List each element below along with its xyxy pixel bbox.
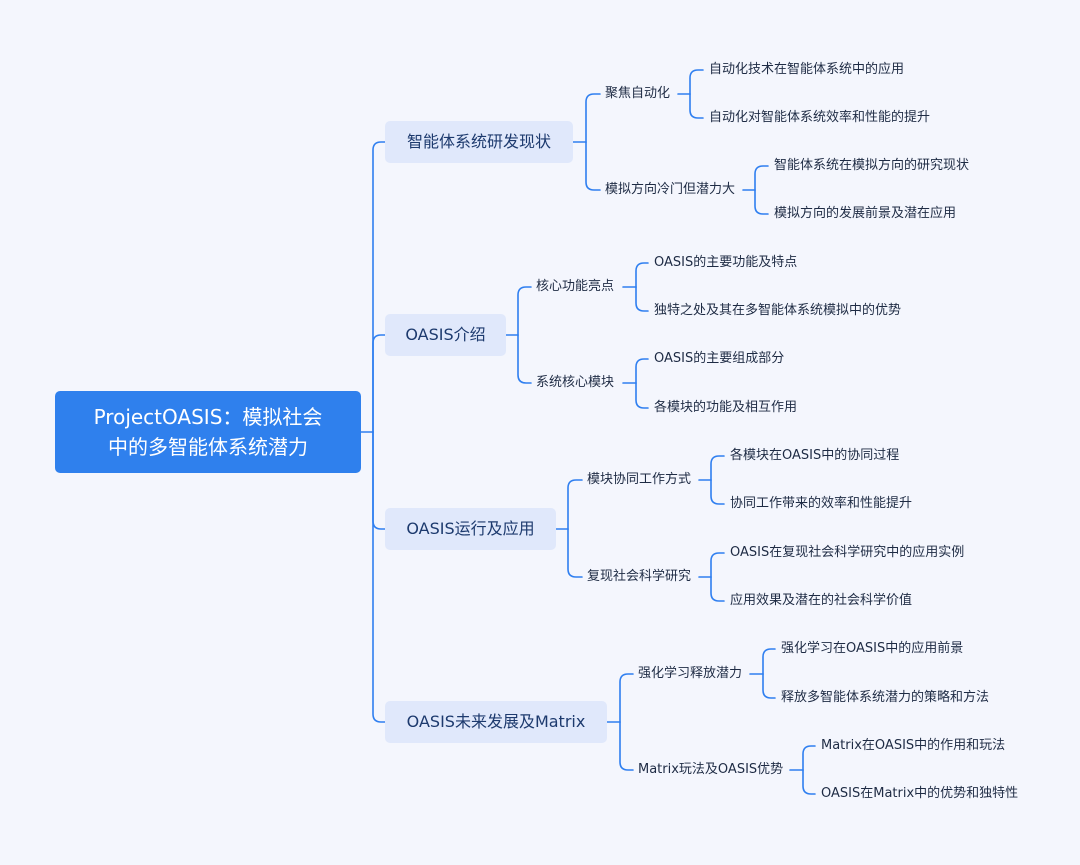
sub10-connector-link [635,262,649,288]
sub31-connector-link [802,769,816,795]
sub21-connector-link [710,576,725,602]
subtopic-matrix-gameplay[interactable]: Matrix玩法及OASIS优势 [638,762,784,777]
subtopic-simulation-potential[interactable]: 模拟方向冷门但潜力大 [605,182,736,197]
leaf-item[interactable]: 协同工作带来的效率和性能提升 [730,496,913,511]
root-connector-link [372,141,386,433]
root-title-line2: 中的多智能体系统潜力 [107,435,308,459]
root-connector-link [372,431,386,530]
sub21-connector-link [710,552,725,578]
root-connector-link [372,334,386,433]
leaf-item[interactable]: 应用效果及潜在的社会科学价值 [730,593,913,608]
root-connector-link [372,431,386,723]
subtopic-focus-automation[interactable]: 聚焦自动化 [605,86,671,101]
sub31-connector-link [802,745,816,771]
leaf-item[interactable]: 释放多智能体系统潜力的策略和方法 [781,690,990,705]
branch0-connector-link [585,93,601,143]
branch2-connector-link [567,479,583,530]
subtopic-core-features[interactable]: 核心功能亮点 [536,279,615,294]
sub00-connector-link [689,93,704,119]
sub11-connector-link [635,358,649,384]
branch-node-oasis-intro[interactable]: OASIS介绍 [385,314,506,356]
branch2-connector-link [567,528,583,578]
branch-node-oasis-operation[interactable]: OASIS运行及应用 [385,508,556,550]
branch1-connector-link [517,286,532,336]
leaf-item[interactable]: 各模块在OASIS中的协同过程 [730,448,900,463]
leaf-item[interactable]: Matrix在OASIS中的作用和玩法 [821,738,1006,753]
sub20-connector-link [710,455,725,481]
sub30-connector-link [762,648,776,675]
subtopic-module-collaboration[interactable]: 模块协同工作方式 [587,472,692,487]
branch3-connector-link [619,721,634,771]
leaf-item[interactable]: 智能体系统在模拟方向的研究现状 [774,158,970,173]
sub20-connector-link [710,479,725,505]
leaf-item[interactable]: OASIS的主要组成部分 [654,351,785,366]
leaf-item[interactable]: OASIS在Matrix中的优势和独特性 [821,786,1019,801]
branch0-connector-link [585,141,601,191]
branch3-connector-link [619,673,634,723]
subtopic-social-science[interactable]: 复现社会科学研究 [587,569,692,584]
sub30-connector-link [762,673,776,699]
root-node[interactable]: ProjectOASIS：模拟社会 中的多智能体系统潜力 [55,391,361,473]
leaf-item[interactable]: 各模块的功能及相互作用 [654,400,798,415]
leaf-item[interactable]: OASIS的主要功能及特点 [654,255,798,270]
leaf-item[interactable]: 强化学习在OASIS中的应用前景 [781,641,964,656]
sub11-connector-link [635,382,649,409]
leaf-item[interactable]: OASIS在复现社会科学研究中的应用实例 [730,545,965,560]
subtopic-reinforcement-learning[interactable]: 强化学习释放潜力 [638,666,743,681]
branch1-connector-link [517,334,532,384]
subtopic-core-modules[interactable]: 系统核心模块 [536,375,615,390]
branch-node-oasis-future[interactable]: OASIS未来发展及Matrix [385,701,607,743]
root-title-line1: ProjectOASIS：模拟社会 [93,405,323,429]
branch-node-agent-status[interactable]: 智能体系统研发现状 [385,121,573,163]
sub01-connector-link [754,165,769,191]
sub01-connector-link [754,189,769,215]
leaf-item[interactable]: 模拟方向的发展前景及潜在应用 [774,206,957,221]
sub10-connector-link [635,286,649,312]
leaf-item[interactable]: 自动化技术在智能体系统中的应用 [709,62,905,77]
leaf-item[interactable]: 独特之处及其在多智能体系统模拟中的优势 [654,303,902,318]
sub00-connector-link [689,69,704,95]
leaf-item[interactable]: 自动化对智能体系统效率和性能的提升 [709,110,931,125]
